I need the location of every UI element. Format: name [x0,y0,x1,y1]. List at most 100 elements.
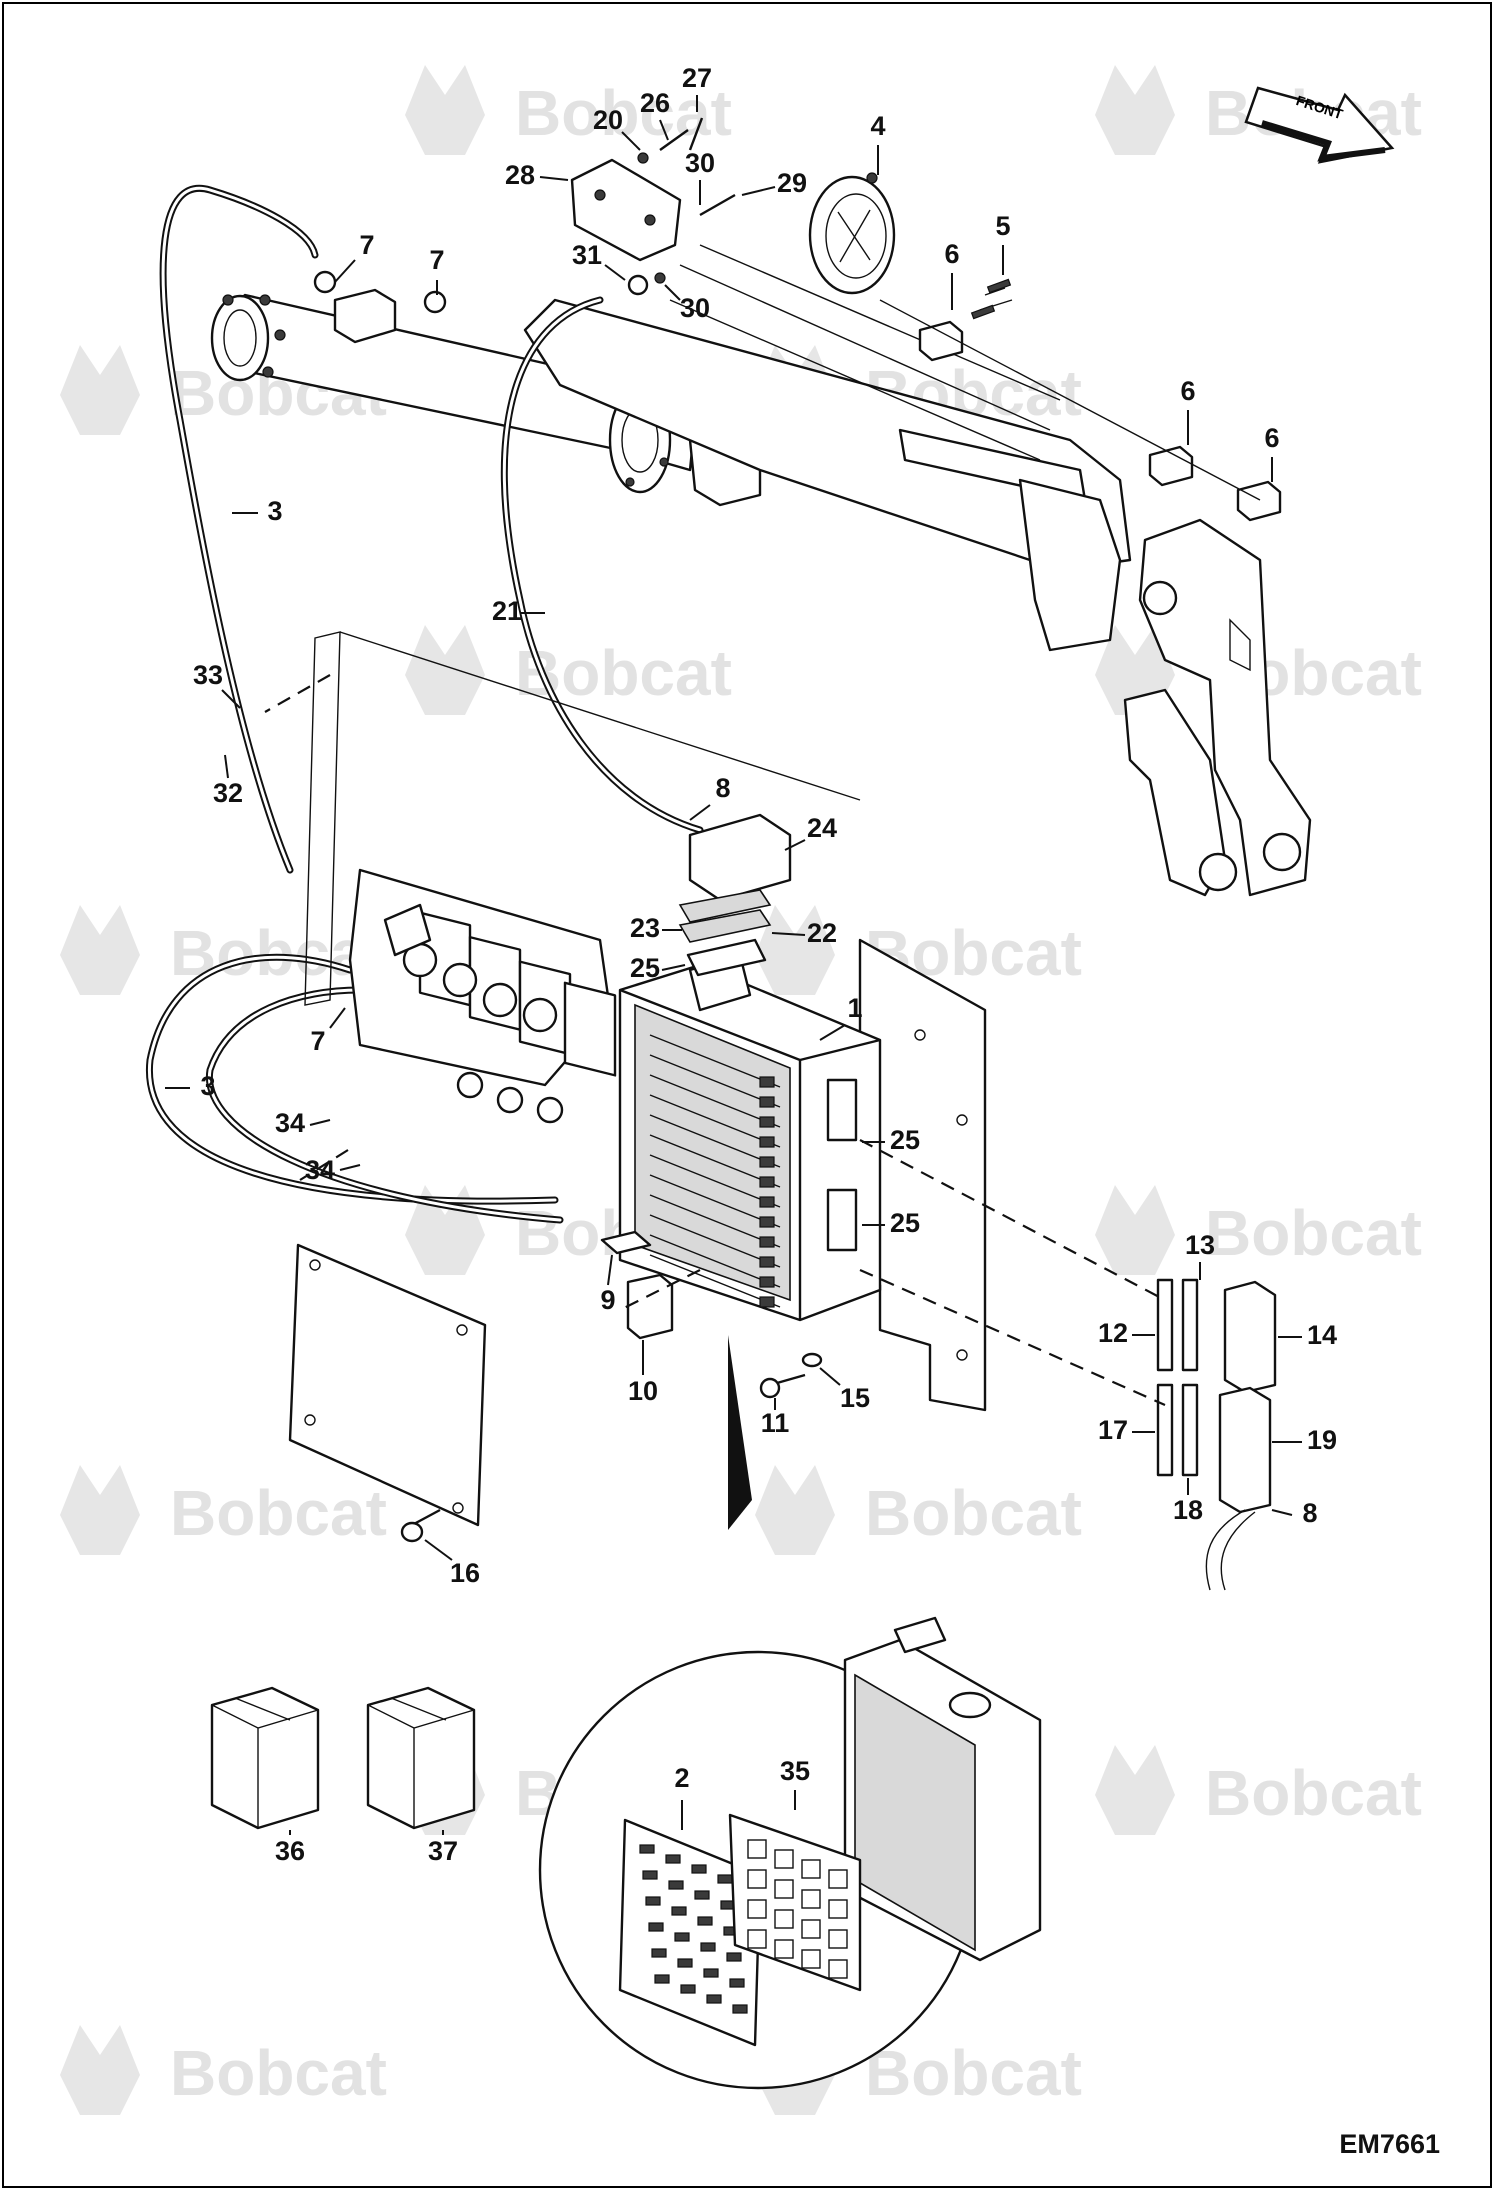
sensor-brackets [879,278,1282,522]
controller-rib [649,1154,781,1208]
boom-assembly [210,244,1312,897]
callout-number-6: 6 [1180,376,1195,406]
watermark-text: Bobcat [170,2037,387,2109]
connector-stack [678,813,792,977]
callout-number-1: 1 [847,993,862,1023]
gasket-cell [828,1929,848,1949]
callout-number-16: 16 [450,1558,480,1588]
watermark-text: Bobcat [865,1477,1082,1549]
gasket-cell [801,1859,821,1879]
gasket-cell [747,1929,767,1949]
board-chip [729,1978,745,1988]
gasket-cell [828,1869,848,1889]
callout-leader-15 [819,1367,841,1386]
controller-rib [649,1194,781,1248]
callout-number-15: 15 [840,1383,870,1413]
callout-leader-1 [819,1024,846,1041]
callout-number-3: 3 [200,1071,215,1101]
gasket-cell [774,1849,794,1869]
relay-and-fasteners [600,1230,823,1399]
callout-number-23: 23 [630,913,660,943]
callout-leader-31 [604,264,626,281]
controller-terminal [759,1296,775,1308]
callout-number-20: 20 [593,105,623,135]
callout-number-21: 21 [492,596,522,626]
callout-leader-32 [224,754,229,779]
spare-relays [210,1686,476,1830]
controller-rib [649,1094,781,1148]
callout-number-8: 8 [715,773,730,803]
callout-number-24: 24 [807,813,837,843]
callout-number-6: 6 [1264,423,1279,453]
controller-rib [649,1174,781,1228]
hose-routing [145,184,704,1224]
board-chip [717,1874,733,1884]
callout-number-7: 7 [429,245,444,275]
watermark-text: Bobcat [170,1477,387,1549]
callout-number-25: 25 [890,1125,920,1155]
callout-number-11: 11 [761,1408,790,1438]
callout-number-32: 32 [213,778,243,808]
controller-terminal [759,1196,775,1208]
solenoid-valve-block [348,868,617,1124]
board-chip [654,1974,670,1984]
callout-number-7: 7 [310,1026,325,1056]
callout-leader-9 [607,1254,613,1286]
callout-number-35: 35 [780,1756,810,1786]
callout-number-7: 7 [359,230,374,260]
callout-number-19: 19 [1307,1425,1337,1455]
controller-terminal [759,1216,775,1228]
callout-leader-25 [661,964,686,971]
angle-sensor-gauge [808,172,896,295]
controller-rib [649,1234,781,1288]
gasket-cell [801,1889,821,1909]
callout-leader-29 [741,186,776,196]
callout-leader-34 [339,1164,361,1171]
connector-kits [1156,1278,1277,1591]
controller-terminal [759,1076,775,1088]
controller-rib [649,1214,781,1268]
controller-ribs [649,1034,781,1308]
callout-number-2: 2 [674,1763,689,1793]
board-chip [671,1906,687,1916]
callout-leader-33 [221,689,241,709]
callout-number-33: 33 [193,660,223,690]
board-chip [648,1922,664,1932]
board-chip [642,1870,658,1880]
callout-number-37: 37 [428,1836,458,1866]
callout-leader-8 [1271,1509,1293,1516]
board-chip [665,1854,681,1864]
controller-rib [649,1034,781,1088]
board-chip [645,1896,661,1906]
callout-number-34: 34 [305,1155,335,1185]
watermark-text: Bobcat [515,637,732,709]
board-chip [706,1994,722,2004]
board-chip [651,1948,667,1958]
detail-inset [538,1335,1042,2090]
callout-leader-16 [424,1539,453,1561]
gasket-cell [828,1899,848,1919]
controller-module [618,953,882,1322]
callout-leader-30 [664,284,681,301]
callout-leader-20 [621,131,641,151]
callout-number-18: 18 [1173,1495,1203,1525]
callout-number-29: 29 [777,168,807,198]
callout-leader-8 [689,804,711,821]
callout-number-30: 30 [680,293,710,323]
callout-number-5: 5 [995,211,1010,241]
gasket-cell [747,1899,767,1919]
board-chip [732,2004,748,2014]
callout-number-36: 36 [275,1836,305,1866]
callout-leader-28 [539,176,569,181]
controller-rib [649,1074,781,1128]
gasket-cell [801,1919,821,1939]
controller-terminal [759,1156,775,1168]
callout-number-28: 28 [505,160,535,190]
callout-number-30: 30 [685,148,715,178]
gasket-cell [747,1869,767,1889]
callout-number-31: 31 [572,240,602,270]
callout-number-9: 9 [600,1285,615,1315]
gasket-cell [828,1959,848,1979]
controller-terminal [759,1116,775,1128]
